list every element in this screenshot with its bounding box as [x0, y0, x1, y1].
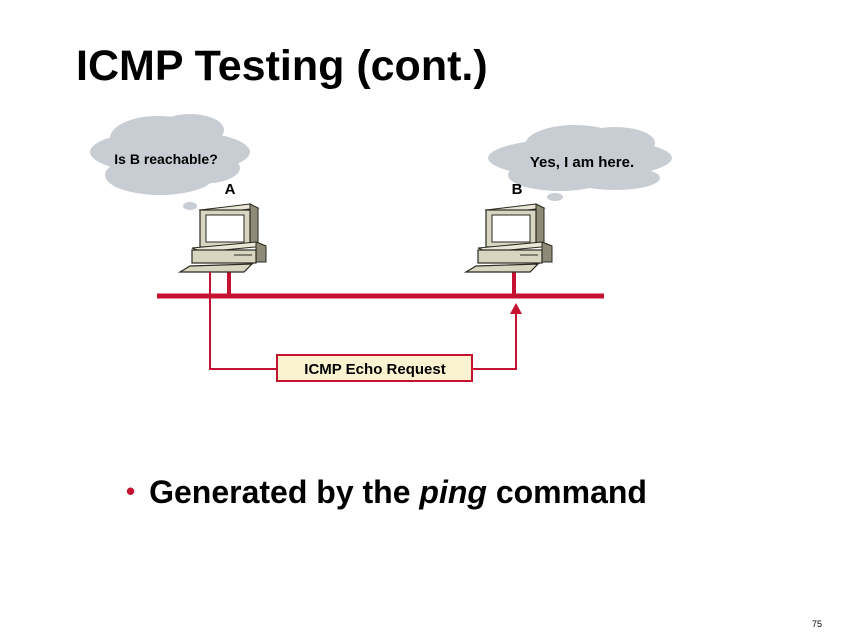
- bullet-text-emphasis: ping: [419, 474, 487, 510]
- thought-cloud-b: Yes, I am here.: [488, 125, 672, 201]
- host-label-a: A: [225, 181, 236, 198]
- slide-title: ICMP Testing (cont.): [76, 42, 488, 90]
- computer-b-icon: [463, 203, 553, 273]
- arrowhead-icon: [510, 303, 522, 314]
- bullet-item: • Generated by the ping command: [126, 474, 647, 511]
- thought-cloud-a: Is B reachable?: [90, 114, 250, 210]
- host-label-b: B: [512, 181, 523, 198]
- page-number: 75: [812, 619, 823, 629]
- thought-text-a: Is B reachable?: [114, 151, 218, 167]
- packet-label: ICMP Echo Request: [304, 361, 445, 378]
- bullet-dot-icon: •: [126, 476, 136, 506]
- icmp-echo-request-packet: ICMP Echo Request: [276, 354, 473, 382]
- bullet-text-suffix: command: [486, 474, 647, 510]
- computer-a-icon: [177, 203, 267, 273]
- thought-text-b: Yes, I am here.: [530, 154, 634, 171]
- bullet-text-prefix: Generated by the: [149, 474, 420, 510]
